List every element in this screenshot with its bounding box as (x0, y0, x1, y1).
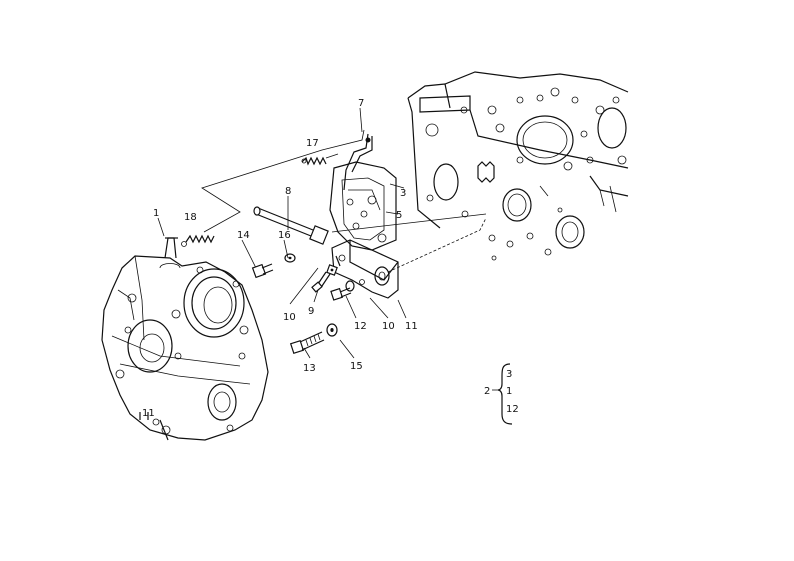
callouts: 1 7 17 8 18 14 16 3 5 9 10 12 10 11 13 1… (142, 98, 418, 419)
callout-13: 13 (303, 363, 316, 374)
callout-9: 9 (308, 306, 314, 317)
callout-18: 18 (184, 212, 197, 223)
callout-14: 14 (237, 230, 250, 241)
callout-1: 1 (153, 208, 159, 219)
engine-block (407, 71, 629, 261)
bolt-13 (289, 331, 325, 355)
callout-16: 16 (278, 230, 291, 241)
assembly-legend: 2 3 1 12 (484, 363, 519, 425)
callout-7: 7 (358, 98, 364, 109)
callout-12: 12 (354, 321, 367, 332)
leader-lines (157, 107, 487, 359)
washer-16 (284, 253, 296, 263)
bracket-11 (331, 239, 399, 299)
legend-child-1: 1 (506, 386, 512, 397)
screw-9 (311, 271, 331, 293)
callout-15: 15 (350, 361, 363, 372)
callout-10b: 10 (382, 321, 395, 332)
washer-15 (326, 323, 338, 337)
callout-11b: 11 (142, 408, 155, 419)
callout-8: 8 (285, 186, 291, 197)
legend-child-3: 3 (506, 369, 512, 380)
callout-17: 17 (306, 138, 319, 149)
callout-11: 11 (405, 321, 418, 332)
bolt-14 (251, 263, 274, 279)
governor-lever-assembly (301, 133, 397, 251)
callout-3: 3 (400, 188, 406, 199)
governor-shaft (253, 206, 329, 245)
callout-10a: 10 (283, 312, 296, 323)
bolt-12 (330, 287, 352, 301)
washer-10b (345, 280, 355, 292)
legend-child-12: 12 (506, 404, 519, 415)
callout-5: 5 (396, 210, 402, 221)
nut-10 (326, 264, 338, 276)
legend-parent-label: 2 (484, 386, 490, 397)
spring-18 (181, 234, 215, 247)
front-gear-case (101, 237, 269, 441)
